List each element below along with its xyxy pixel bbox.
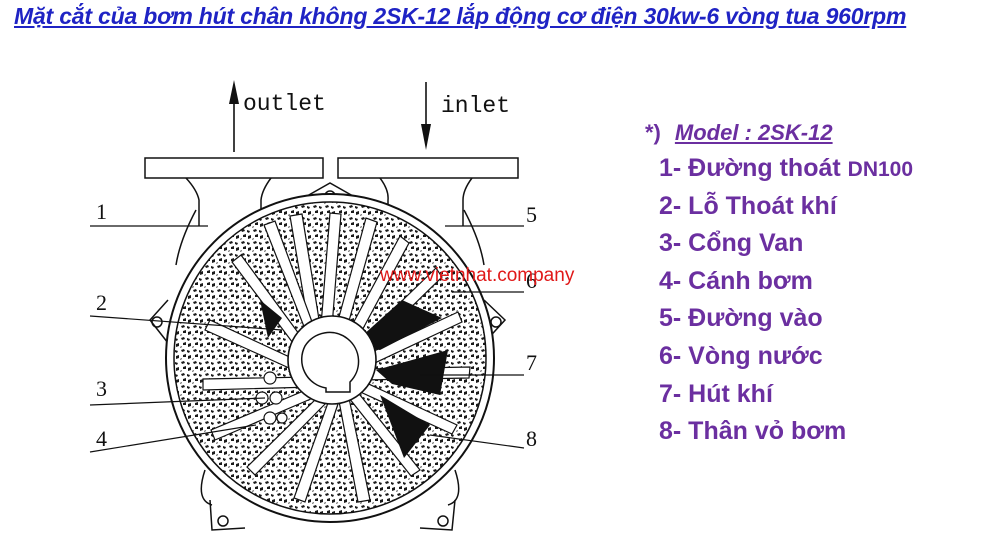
- legend-item: 3- Cổng Van: [659, 225, 913, 263]
- callout-6: 6: [526, 268, 537, 293]
- legend-item-text: 2- Lỗ Thoát khí: [659, 191, 837, 220]
- legend-item-text: 1- Đường thoát: [659, 154, 841, 182]
- model-label: Model : 2SK-12: [674, 120, 833, 145]
- legend-item: 7- Hút khí: [659, 376, 913, 414]
- outlet-flange: [144, 157, 324, 226]
- legend-item-text: 7- Hút khí: [659, 379, 773, 408]
- outlet-label: outlet: [243, 91, 326, 117]
- legend-item: 5- Đường vào: [659, 300, 913, 338]
- legend-item-text: 3- Cổng Van: [659, 229, 804, 258]
- legend-item: 1- Đường thoát DN100: [659, 150, 913, 188]
- inlet-flange: [337, 157, 519, 226]
- legend-item-text: 5- Đường vào: [659, 304, 823, 333]
- watermark-text: www.vietnhat.company: [380, 265, 575, 286]
- callout-leaders: [89, 225, 525, 453]
- legend: *) Model : 2SK-12 1- Đường thoát DN100 2-…: [645, 120, 913, 451]
- legend-list: 1- Đường thoát DN100 2- Lỗ Thoát khí 3- …: [645, 150, 913, 451]
- page-title: Mặt cắt của bơm hút chân không 2SK-12 lắ…: [14, 3, 907, 29]
- outlet-arrow: [229, 80, 239, 152]
- legend-marker: *): [645, 120, 661, 145]
- air-suction-zone: [260, 300, 448, 458]
- inlet-label: inlet: [441, 93, 510, 119]
- legend-item: 2- Lỗ Thoát khí: [659, 188, 913, 226]
- legend-item: 4- Cánh bơm: [659, 263, 913, 301]
- port-holes: [255, 371, 288, 425]
- callout-8: 8: [526, 426, 537, 451]
- model-heading: *) Model : 2SK-12: [645, 120, 913, 146]
- legend-item-text: 8- Thân vỏ bơm: [659, 417, 847, 446]
- legend-item: 6- Vòng nước: [659, 338, 913, 376]
- legend-item-suffix: DN100: [847, 158, 914, 181]
- callout-7: 7: [526, 350, 537, 375]
- callout-2: 2: [96, 290, 107, 315]
- callout-1: 1: [96, 199, 107, 224]
- shaft-keyway: [301, 331, 360, 393]
- inlet-arrow: [421, 82, 431, 150]
- legend-item-text: 6- Vòng nước: [659, 341, 823, 370]
- callout-5: 5: [526, 202, 537, 227]
- legend-item: 8- Thân vỏ bơm: [659, 413, 913, 451]
- legend-item-text: 4- Cánh bơm: [659, 266, 813, 295]
- callout-3: 3: [96, 376, 107, 401]
- callout-4: 4: [96, 426, 107, 451]
